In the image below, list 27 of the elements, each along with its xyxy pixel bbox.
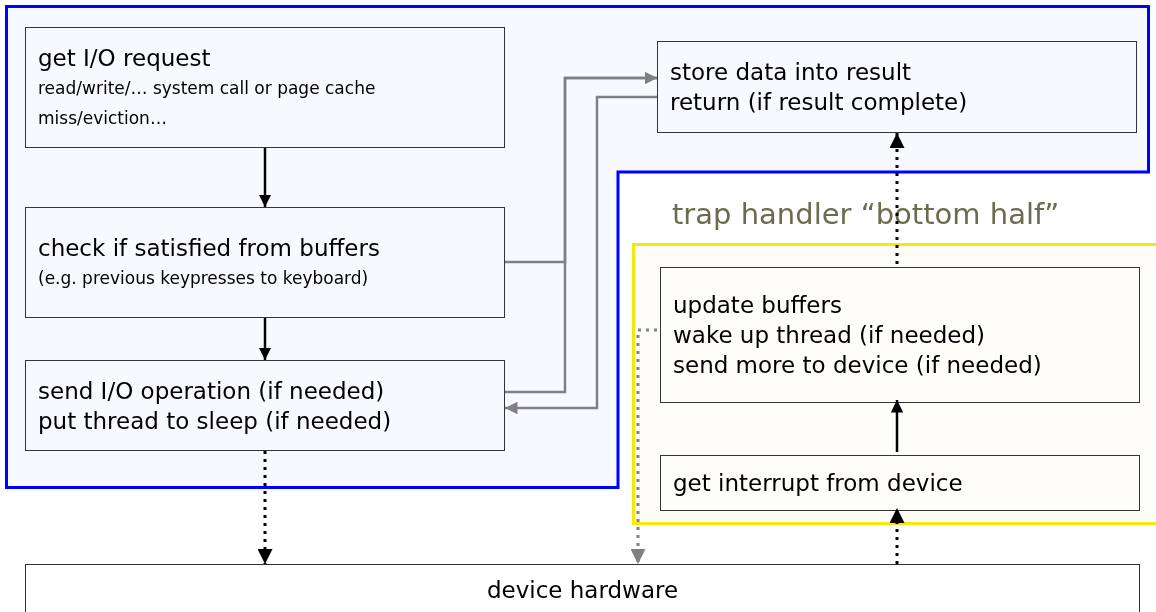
box-text: store data into result xyxy=(670,58,913,87)
process-box xyxy=(25,564,1140,612)
process-box xyxy=(25,360,505,451)
arrow xyxy=(889,133,905,264)
arrow xyxy=(889,508,905,564)
box-text: send I/O operation (if needed) xyxy=(38,376,386,406)
arrow xyxy=(257,451,273,564)
box-text: check if satisfied from buffers xyxy=(38,233,381,263)
box-text: return (if result complete) xyxy=(670,88,969,117)
process-box xyxy=(25,207,505,318)
process-box xyxy=(660,267,1140,403)
box-text: get interrupt from device xyxy=(673,469,964,498)
box-text: send more to device (if needed) xyxy=(673,351,1043,380)
box-text: wake up thread (if needed) xyxy=(673,321,987,350)
arrow xyxy=(890,400,904,452)
box-text: read/write/… system call or page cache miss/eviction… xyxy=(38,76,377,130)
box-text: (e.g. previous keypresses to keyboard) xyxy=(38,266,370,290)
box-text: get I/O request xyxy=(38,43,212,73)
box-text: update buffers xyxy=(673,291,843,320)
process-box xyxy=(25,27,505,148)
box-text: put thread to sleep (if needed) xyxy=(38,406,393,436)
arrow xyxy=(258,318,272,360)
box-text: device hardware xyxy=(486,576,679,605)
arrow xyxy=(258,148,272,207)
process-box xyxy=(660,455,1140,511)
arrow xyxy=(630,328,657,564)
process-box xyxy=(657,41,1137,133)
